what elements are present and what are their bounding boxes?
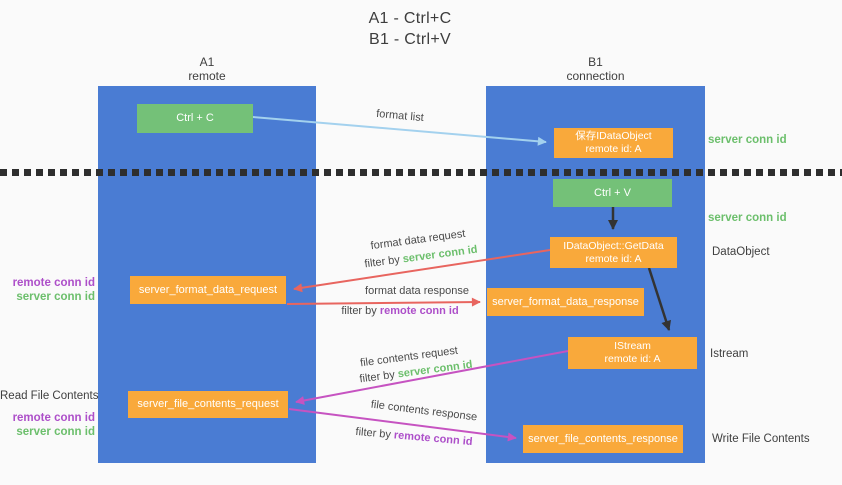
remote-conn-id-label-1: remote conn id — [12, 277, 95, 289]
istream-remote-id: remote id: A — [604, 353, 661, 365]
getdata-label: IDataObject::GetData — [563, 239, 664, 252]
ctrl-v-box: Ctrl + V — [553, 179, 672, 207]
save-idataobject-box: 保存IDataObject remote id: A — [554, 128, 673, 158]
filter-by-remote-conn-id-label-1: filter by remote conn id — [341, 305, 459, 317]
format-list-label: format list — [375, 107, 425, 125]
column-header-a1: A1 remote — [98, 55, 316, 83]
dataobject-label: DataObject — [712, 246, 770, 258]
ctrl-c-label: Ctrl + C — [176, 112, 214, 124]
server-file-contents-request-box: server_file_contents_request — [128, 391, 288, 418]
left-conn-id-pair-1: remote conn id server conn id — [0, 276, 95, 304]
server-file-contents-request-label: server_file_contents_request — [137, 398, 279, 410]
filter-by-remote-conn-id-label-2: filter by remote conn id — [355, 425, 473, 449]
column-a1-name: A1 — [199, 55, 215, 69]
column-header-b1: B1 connection — [486, 55, 705, 83]
istream-box: IStream remote id: A — [568, 337, 697, 369]
column-a1-role: remote — [188, 69, 226, 83]
server-format-data-response-box: server_format_data_response — [487, 288, 644, 316]
column-b1-name: B1 — [588, 55, 603, 69]
istream-label: IStream — [614, 340, 651, 352]
ctrl-c-box: Ctrl + C — [137, 104, 253, 133]
write-file-contents-label: Write File Contents — [712, 433, 810, 445]
getdata-remote-id: remote id: A — [585, 252, 642, 265]
idataobject-getdata-box: IDataObject::GetData remote id: A — [550, 237, 677, 268]
title-line-1: A1 - Ctrl+C — [368, 10, 452, 27]
remote-conn-id-label-2: remote conn id — [12, 412, 95, 424]
ctrl-v-label: Ctrl + V — [594, 186, 631, 199]
save-idataobject-label: 保存IDataObject — [575, 130, 652, 142]
istream-side-label: Istream — [710, 348, 749, 360]
page-title: A1 - Ctrl+C B1 - Ctrl+V — [0, 8, 820, 50]
server-file-contents-response-label: server_file_contents_response — [528, 432, 678, 445]
server-conn-id-label-mid-right: server conn id — [708, 212, 787, 224]
server-conn-id-label-top-right: server conn id — [708, 134, 787, 146]
save-idataobject-remote-id: remote id: A — [585, 143, 642, 155]
title-line-2: B1 - Ctrl+V — [369, 31, 451, 48]
server-conn-id-label-1: server conn id — [16, 291, 95, 303]
server-conn-id-label-2: server conn id — [16, 426, 95, 438]
column-b1-role: connection — [566, 69, 625, 83]
format-data-response-label: format data response — [365, 285, 469, 297]
server-format-data-request-box: server_format_data_request — [130, 276, 286, 304]
server-file-contents-response-box: server_file_contents_response — [523, 425, 683, 453]
read-file-contents-label: Read File Contents — [0, 390, 99, 402]
file-contents-response-label: file contents response — [370, 398, 478, 424]
session-divider-dashed-line — [0, 169, 842, 176]
left-conn-id-pair-2: remote conn id server conn id — [0, 411, 95, 439]
server-format-data-request-label: server_format_data_request — [138, 283, 278, 296]
server-format-data-response-label: server_format_data_response — [492, 295, 639, 308]
